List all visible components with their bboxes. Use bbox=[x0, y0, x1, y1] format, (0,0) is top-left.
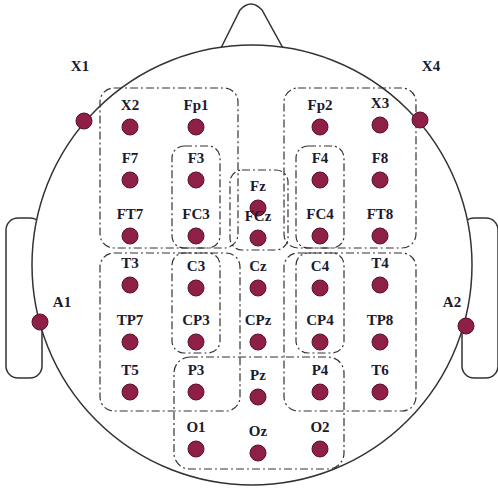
electrode-label: A1 bbox=[53, 294, 71, 311]
electrode-dot bbox=[372, 334, 388, 350]
electrode-dot bbox=[250, 445, 266, 461]
region-outline bbox=[174, 357, 344, 469]
electrode-dot bbox=[312, 119, 328, 135]
region-outline bbox=[172, 146, 220, 248]
head-circle bbox=[32, 45, 472, 485]
electrode-label: F8 bbox=[372, 150, 389, 167]
region-outline bbox=[100, 253, 240, 411]
electrode-dot bbox=[122, 277, 138, 293]
electrode-label: CP3 bbox=[182, 312, 210, 329]
electrode-dot bbox=[250, 230, 266, 246]
electrode-dot bbox=[76, 113, 92, 129]
region-outline bbox=[296, 146, 344, 248]
nose bbox=[220, 4, 284, 50]
region-outline bbox=[100, 88, 238, 248]
electrode-label: FCz bbox=[245, 208, 272, 225]
electrode-label: FC3 bbox=[182, 206, 210, 223]
electrode-dot bbox=[372, 117, 388, 133]
electrode-dot bbox=[312, 228, 328, 244]
electrode-dot bbox=[312, 441, 328, 457]
electrode-label: Pz bbox=[250, 367, 266, 384]
electrode-label: P3 bbox=[188, 362, 205, 379]
electrode-dot bbox=[312, 334, 328, 350]
electrode-label: Fz bbox=[250, 178, 266, 195]
electrode-dot bbox=[372, 277, 388, 293]
electrode-label: CPz bbox=[245, 312, 272, 329]
electrode-dot bbox=[188, 228, 204, 244]
electrode-dot bbox=[312, 172, 328, 188]
electrode-dots bbox=[32, 112, 474, 461]
electrode-label: Cz bbox=[249, 258, 267, 275]
electrode-label: P4 bbox=[312, 362, 329, 379]
region-outline bbox=[172, 253, 220, 353]
electrode-dot bbox=[188, 280, 204, 296]
electrode-dot bbox=[458, 318, 474, 334]
electrode-label: FT8 bbox=[367, 206, 394, 223]
electrode-dot bbox=[122, 172, 138, 188]
electrode-label: TP8 bbox=[367, 312, 394, 329]
electrode-label: X4 bbox=[422, 58, 440, 75]
region-outline bbox=[284, 88, 416, 248]
electrode-label: CP4 bbox=[306, 312, 334, 329]
electrode-dot bbox=[312, 384, 328, 400]
electrode-dot bbox=[122, 228, 138, 244]
electrode-dot bbox=[372, 172, 388, 188]
electrode-label: FT7 bbox=[117, 206, 144, 223]
electrode-dot bbox=[122, 334, 138, 350]
electrode-label: F3 bbox=[188, 150, 205, 167]
region-outlines bbox=[100, 88, 416, 469]
electrode-label: Fp2 bbox=[307, 97, 332, 114]
electrode-dot bbox=[250, 334, 266, 350]
electrode-dot bbox=[32, 314, 48, 330]
electrode-label: F7 bbox=[122, 150, 139, 167]
electrode-dot bbox=[122, 119, 138, 135]
electrode-dot bbox=[188, 119, 204, 135]
electrode-label: C4 bbox=[311, 258, 329, 275]
electrode-label: T3 bbox=[121, 255, 139, 272]
electrode-label: T4 bbox=[371, 255, 389, 272]
electrode-dot bbox=[312, 280, 328, 296]
electrode-dot bbox=[188, 441, 204, 457]
electrode-label: A2 bbox=[443, 294, 461, 311]
electrode-label: X3 bbox=[371, 95, 389, 112]
electrode-label: X2 bbox=[121, 97, 139, 114]
electrode-label: T6 bbox=[371, 362, 389, 379]
electrode-dot bbox=[250, 389, 266, 405]
region-outline bbox=[230, 170, 288, 250]
electrode-dot bbox=[372, 228, 388, 244]
electrode-label: TP7 bbox=[117, 312, 144, 329]
electrode-dot bbox=[372, 384, 388, 400]
electrode-label: T5 bbox=[121, 362, 139, 379]
electrode-dot bbox=[122, 384, 138, 400]
electrode-label: Fp1 bbox=[183, 97, 208, 114]
electrode-label: F4 bbox=[312, 150, 329, 167]
electrode-label: X1 bbox=[71, 58, 89, 75]
region-outline bbox=[284, 253, 416, 411]
electrode-label: C3 bbox=[187, 258, 205, 275]
electrode-dot bbox=[188, 172, 204, 188]
region-outline bbox=[296, 253, 344, 353]
electrode-dot bbox=[412, 112, 428, 128]
electrode-dot bbox=[188, 384, 204, 400]
electrode-label: O2 bbox=[310, 419, 329, 436]
electrode-dot bbox=[250, 280, 266, 296]
electrode-dot bbox=[188, 334, 204, 350]
electrode-label: FC4 bbox=[306, 206, 334, 223]
electrode-label: Oz bbox=[249, 423, 267, 440]
electrode-label: O1 bbox=[186, 419, 205, 436]
